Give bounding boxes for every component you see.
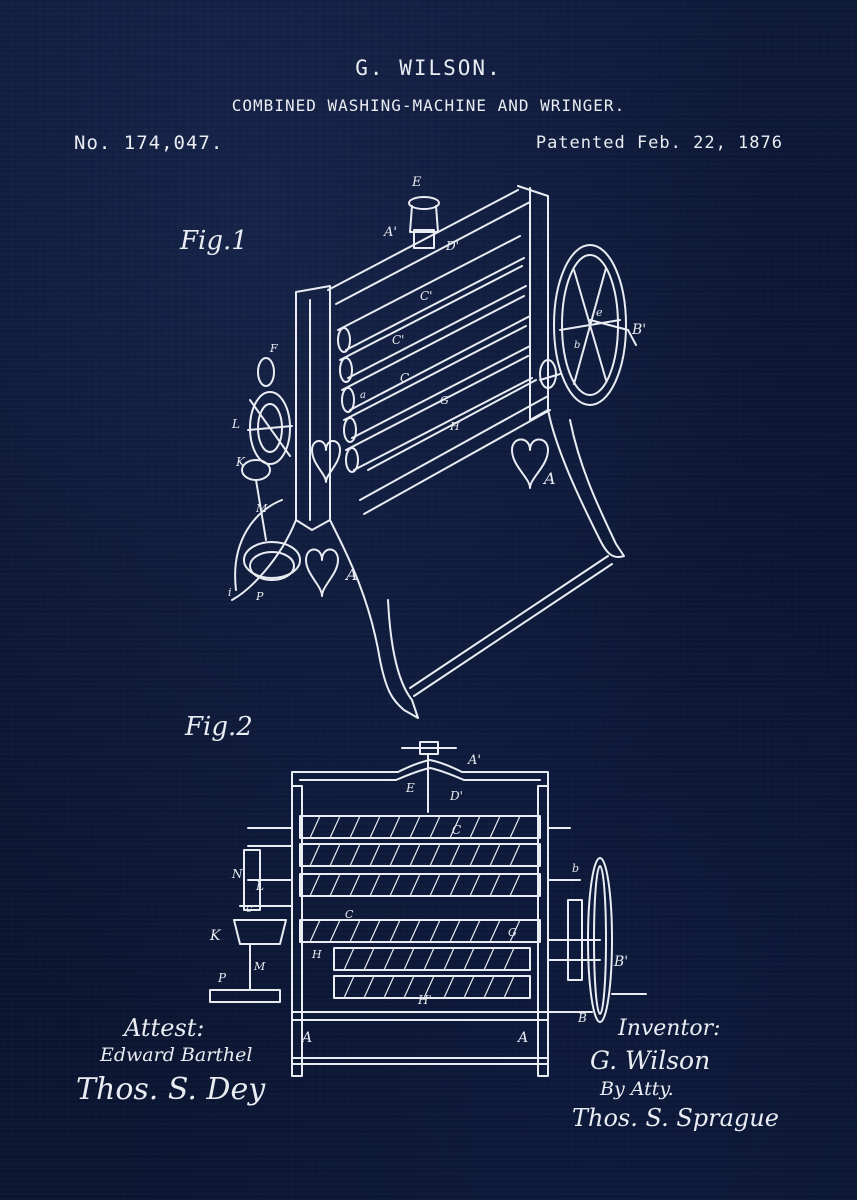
svg-text:A: A	[516, 1030, 528, 1046]
inventor-signature: G. Wilson	[590, 1046, 711, 1075]
svg-text:C': C'	[392, 333, 404, 347]
witness-signature-2: Thos. S. Dey	[76, 1072, 266, 1107]
svg-text:H: H	[449, 420, 460, 433]
by-attorney-label: By Atty.	[600, 1078, 674, 1100]
svg-text:M: M	[255, 502, 268, 515]
svg-text:b: b	[572, 862, 579, 875]
witness-signature-1: Edward Barthel	[100, 1044, 253, 1066]
svg-text:B': B'	[631, 322, 646, 338]
svg-text:A: A	[344, 565, 358, 584]
patent-title: COMBINED WASHING-MACHINE AND WRINGER.	[231, 96, 626, 115]
svg-text:i: i	[228, 586, 232, 599]
svg-text:G: G	[440, 394, 449, 407]
svg-text:A': A'	[383, 225, 397, 240]
svg-text:e: e	[596, 306, 603, 319]
svg-text:a: a	[360, 390, 366, 401]
svg-text:K: K	[209, 928, 222, 944]
svg-text:H': H'	[417, 993, 432, 1007]
svg-text:F: F	[269, 342, 278, 355]
svg-text:C: C	[400, 371, 409, 385]
svg-text:M: M	[253, 960, 266, 973]
svg-text:A': A'	[467, 753, 481, 768]
svg-text:C: C	[345, 908, 354, 921]
svg-text:E: E	[411, 175, 422, 190]
fig1-label: Fig.1	[180, 226, 248, 256]
patent-date: Patented Feb. 22, 1876	[535, 133, 783, 153]
svg-text:b: b	[574, 340, 580, 351]
svg-text:E: E	[405, 781, 415, 795]
svg-text:A: A	[542, 469, 556, 488]
svg-text:N: N	[231, 867, 243, 881]
attorney-signature: Thos. S. Sprague	[572, 1104, 779, 1132]
svg-text:K: K	[235, 455, 246, 469]
svg-text:P: P	[255, 590, 264, 603]
svg-text:H: H	[311, 948, 322, 961]
fig2-label: Fig.2	[185, 712, 253, 742]
svg-text:D': D'	[445, 239, 459, 253]
svg-text:P: P	[217, 971, 227, 985]
svg-text:B': B'	[613, 954, 628, 970]
svg-text:C': C'	[420, 289, 432, 303]
svg-text:G: G	[508, 926, 517, 939]
attest-label: Attest:	[124, 1014, 205, 1042]
patent-number: No. 174,047.	[74, 132, 224, 154]
svg-text:C: C	[452, 823, 461, 837]
svg-text:c: c	[246, 902, 252, 915]
inventor-heading: G. WILSON.	[355, 56, 502, 80]
svg-text:D': D'	[449, 789, 463, 803]
svg-text:L: L	[231, 417, 240, 431]
svg-text:A: A	[300, 1030, 312, 1046]
svg-text:L: L	[255, 879, 264, 893]
svg-text:B: B	[577, 1011, 587, 1025]
inventor-label: Inventor:	[618, 1016, 721, 1041]
